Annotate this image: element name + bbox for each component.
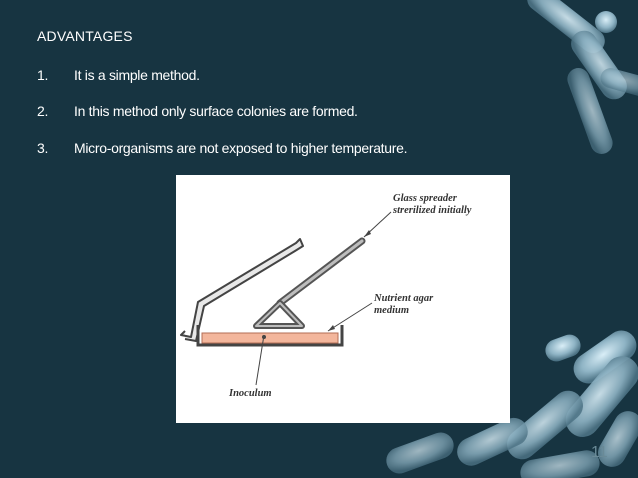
pointer-line (255, 334, 265, 386)
list-item: 3. Micro-organisms are not exposed to hig… (37, 140, 408, 156)
inoculum-dot (262, 335, 266, 339)
list-item: 1. It is a simple method. (37, 67, 200, 83)
bacterium (545, 334, 581, 362)
label-line: strerilized initially (393, 205, 472, 216)
label-line: Glass spreader (393, 193, 457, 204)
label-glass-spreader: Glass spreader strerilized initially (393, 193, 503, 217)
bacterium (520, 450, 600, 478)
slide-title: ADVANTAGES (37, 28, 133, 44)
bacterium (386, 432, 454, 474)
bacterium (457, 417, 528, 466)
diagram-drawing (180, 211, 392, 386)
agar-medium (201, 332, 339, 344)
label-nutrient-agar: Nutrient agar medium (374, 293, 464, 317)
bacterium (567, 68, 613, 154)
bacterium (595, 11, 617, 33)
page-number: 11 (591, 444, 608, 461)
list-item-number: 1. (37, 67, 49, 83)
bacterium (598, 411, 638, 467)
list-item-text: Micro-organisms are not exposed to highe… (74, 140, 408, 156)
pointer-line (327, 302, 373, 332)
petri-lid (180, 238, 304, 342)
list-item-number: 3. (37, 140, 49, 156)
label-line: Nutrient agar (374, 293, 434, 304)
bacterium (573, 330, 637, 384)
list-item: 2. In this method only surface colonies a… (37, 103, 358, 119)
bacterium (565, 356, 638, 437)
spreader-triangle (253, 300, 305, 329)
bacterium (600, 68, 638, 96)
bacterium (507, 390, 583, 460)
label-line: medium (374, 305, 410, 316)
list-item-text: It is a simple method. (74, 67, 200, 83)
spread-plate-diagram: Glass spreader strerilized initially Nut… (176, 175, 510, 423)
list-item-number: 2. (37, 103, 49, 119)
petri-base (196, 325, 344, 347)
list-item-text: In this method only surface colonies are… (74, 103, 358, 119)
label-inoculum: Inoculum (229, 388, 272, 399)
